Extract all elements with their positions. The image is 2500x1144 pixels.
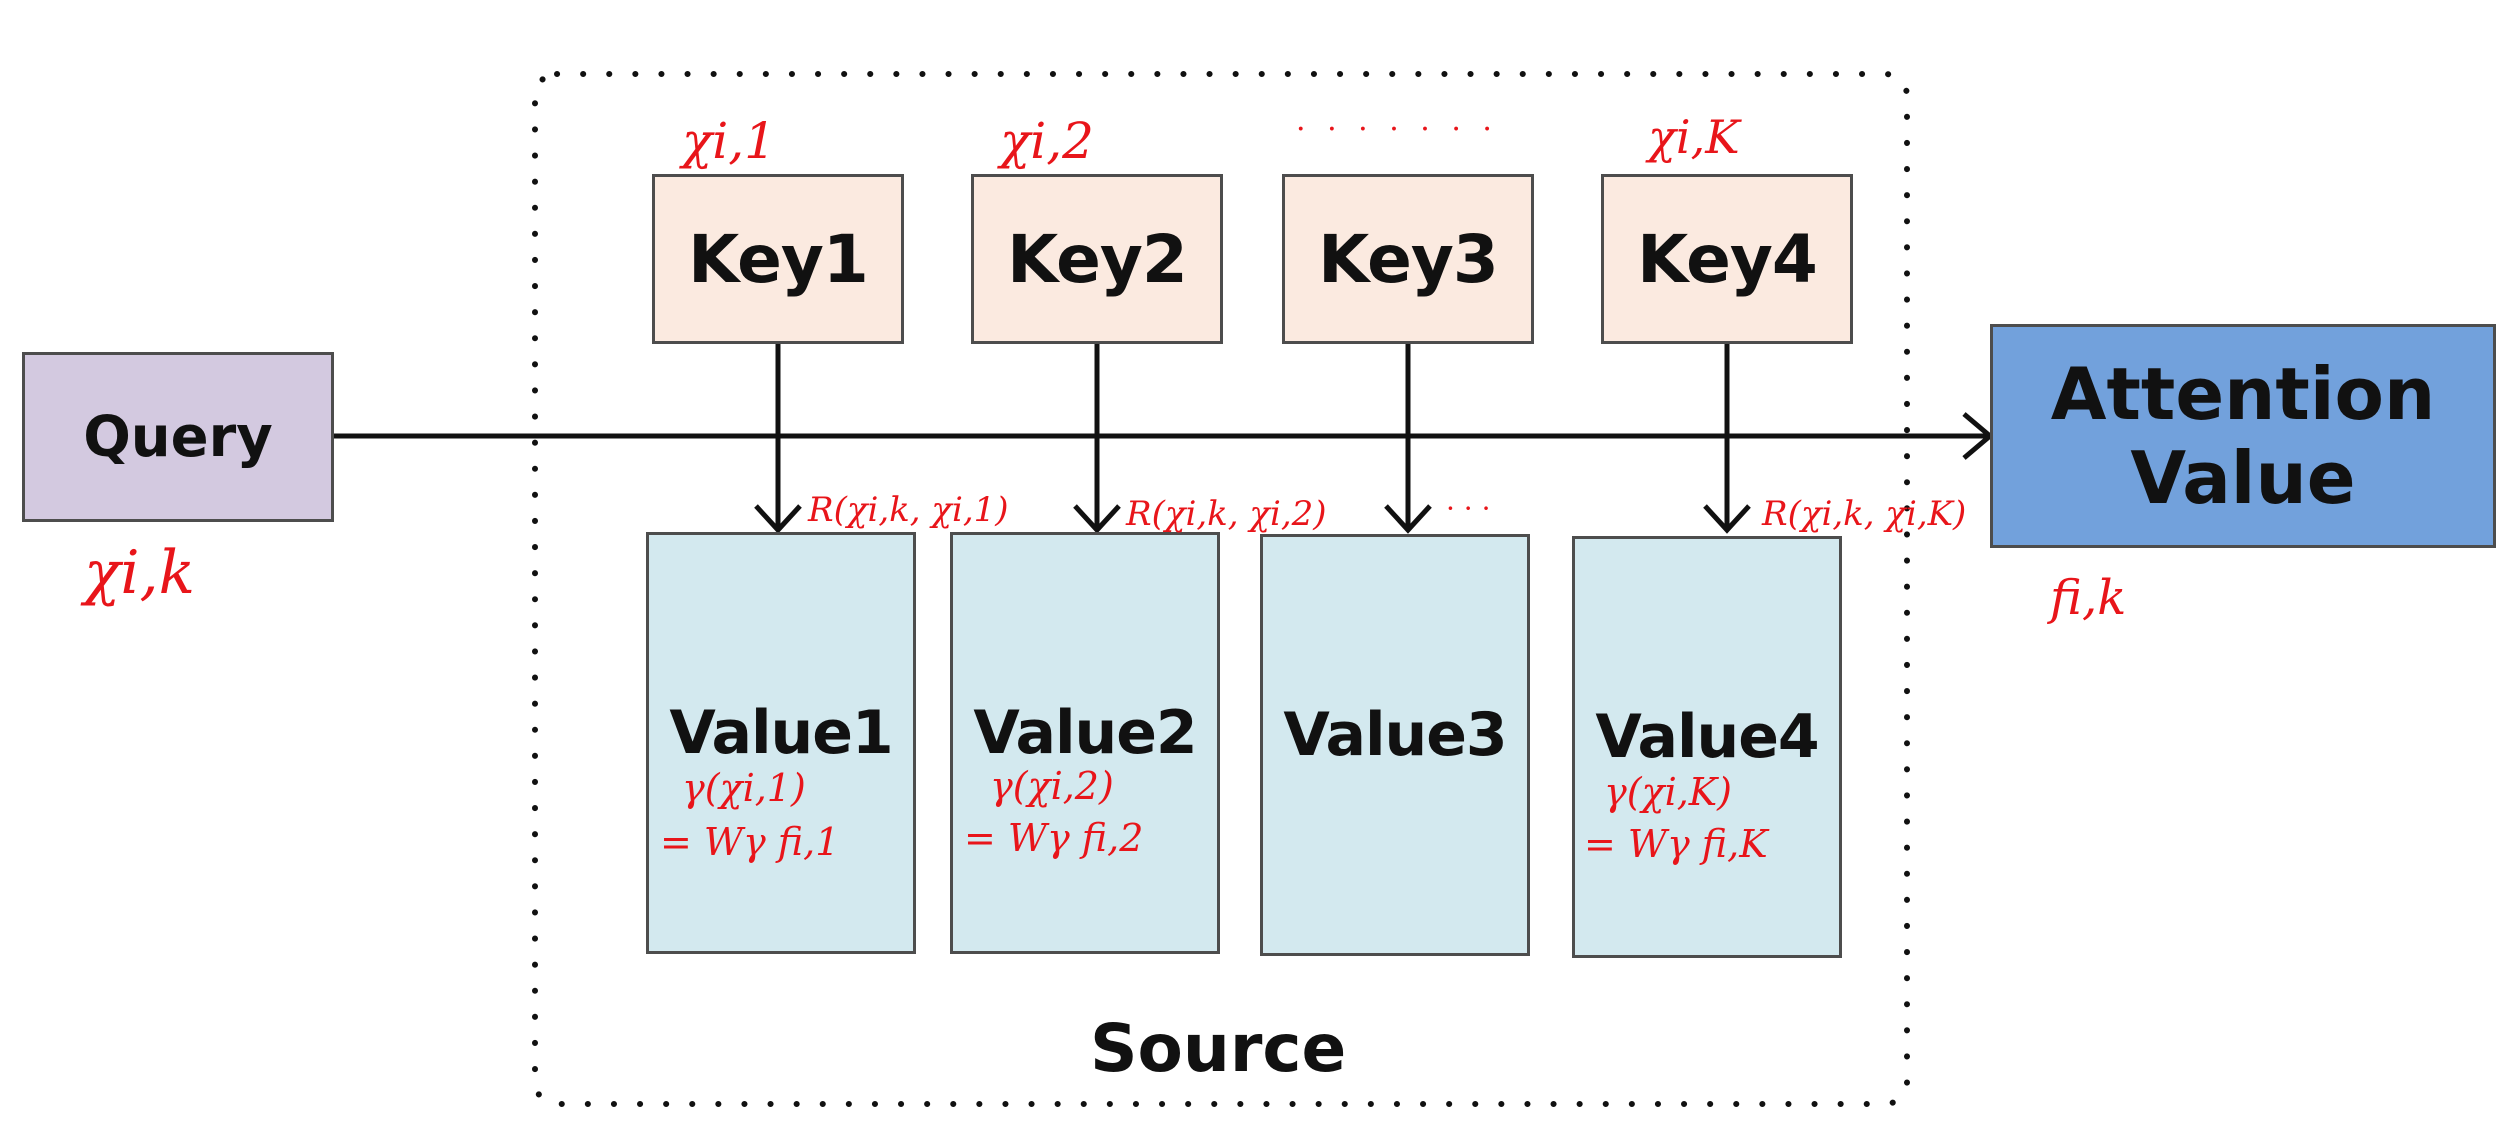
source-region	[532, 71, 1910, 1107]
value2-formula-line2: = Wγ fi,2	[964, 816, 1144, 860]
value1-label: Value1	[669, 698, 893, 768]
relation3-annotation: · · ·	[1446, 492, 1491, 525]
value1-formula-line2: = Wγ fi,1	[660, 820, 840, 864]
key4-to-value4-arrow	[1703, 342, 1751, 534]
value4-formula-line1: γ(χi,K)	[1604, 770, 1733, 814]
relation2-annotation: R(χi,k, χi,2)	[1126, 494, 1327, 534]
value1-box: Value1	[646, 532, 916, 954]
key3-label: Key3	[1318, 220, 1499, 298]
value3-label: Value3	[1283, 700, 1507, 770]
key3-annotation: · · · · · · ·	[1296, 112, 1498, 147]
query-annotation: χi,k	[84, 538, 195, 608]
key1-label: Key1	[688, 220, 869, 298]
key3-box: Key3	[1282, 174, 1534, 344]
attention-value-box: Attention Value	[1990, 324, 2496, 548]
key1-to-value1-arrow	[754, 342, 802, 534]
query-box: Query	[22, 352, 334, 522]
value2-formula-line1: γ(χi,2)	[990, 764, 1114, 808]
key2-to-value2-arrow	[1073, 342, 1121, 534]
value4-formula-line2: = Wγ fi,K	[1584, 822, 1768, 866]
relation1-annotation: R(χi,k, χi,1)	[808, 490, 1009, 530]
value1-formula-line1: γ(χi,1)	[682, 766, 806, 810]
key4-label: Key4	[1637, 220, 1818, 298]
key2-box: Key2	[971, 174, 1223, 344]
value2-box: Value2	[950, 532, 1220, 954]
key4-box: Key4	[1601, 174, 1853, 344]
attention-label-line2: Value	[2130, 436, 2356, 520]
source-label: Source	[1090, 1010, 1347, 1087]
value4-label: Value4	[1595, 702, 1819, 772]
key2-annotation: χi,2	[1000, 112, 1094, 170]
attention-label-line1: Attention	[2050, 352, 2436, 436]
attention-annotation: fi,k	[2050, 570, 2127, 626]
value3-box: Value3	[1260, 534, 1530, 956]
value2-label: Value2	[973, 698, 1197, 768]
query-label: Query	[83, 404, 273, 470]
key3-to-value3-arrow	[1384, 342, 1432, 534]
key1-annotation: χi,1	[682, 112, 776, 170]
relation4-annotation: R(χi,k, χi,K)	[1762, 494, 1967, 534]
key4-annotation: χi,K	[1648, 110, 1740, 164]
key2-label: Key2	[1007, 220, 1188, 298]
key1-box: Key1	[652, 174, 904, 344]
value4-box: Value4	[1572, 536, 1842, 958]
